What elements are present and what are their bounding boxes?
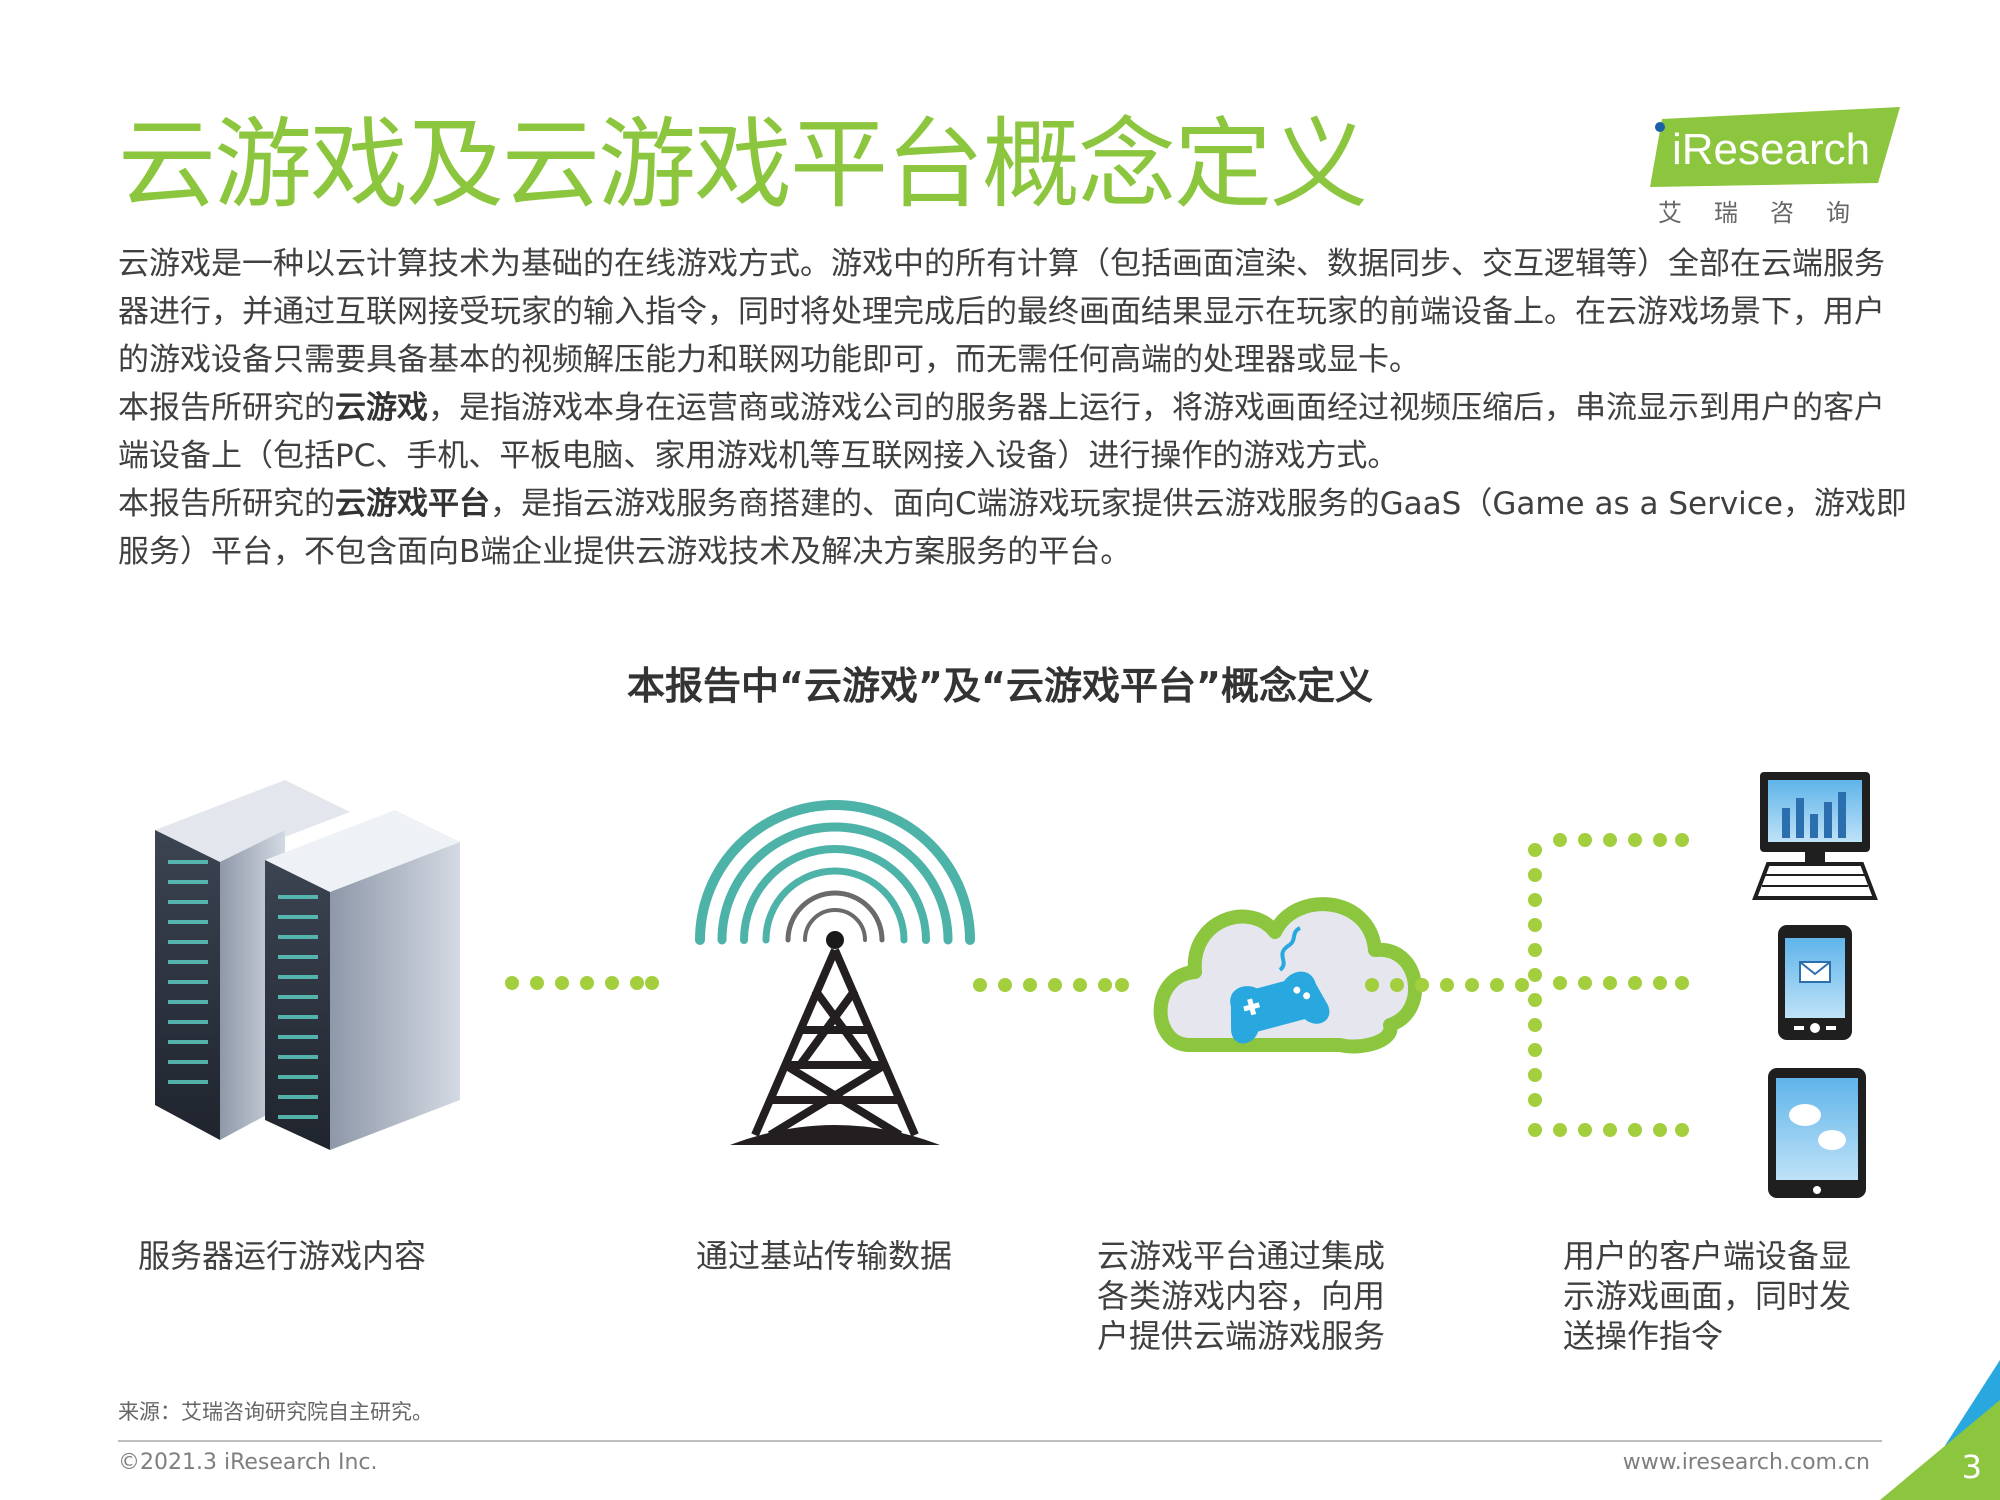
bold-term: 云游戏平台 <box>335 486 490 522</box>
cloud-gamepad-icon <box>1153 897 1422 1054</box>
dotted-connector <box>505 976 659 990</box>
dotted-connector <box>1365 978 1529 992</box>
tablet-icon <box>1768 1068 1866 1198</box>
cloud-gaming-flow-diagram <box>155 772 1878 1198</box>
paragraph-definition: 云游戏是一种以云计算技术为基础的在线游戏方式。游戏中的所有计算（包括画面渲染、数… <box>118 246 1885 378</box>
footer-divider <box>118 1440 1882 1442</box>
intro-text: 云游戏是一种以云计算技术为基础的在线游戏方式。游戏中的所有计算（包括画面渲染、数… <box>118 240 1908 576</box>
caption-tower: 通过基站传输数据 <box>696 1237 953 1275</box>
iresearch-logo: iResearch 艾瑞咨询 <box>1650 105 1900 230</box>
logo-banner-icon <box>1650 107 1900 187</box>
logo-brand-text: iResearch <box>1672 125 1871 174</box>
server-rack-icon <box>155 780 460 1150</box>
diagram-title: 本报告中“云游戏”及“云游戏平台”概念定义 <box>627 664 1373 708</box>
copyright-text: ©2021.3 iResearch Inc. <box>118 1450 378 1475</box>
bold-term: 云游戏 <box>335 390 428 426</box>
paragraph-cloud-gaming: 本报告所研究的云游戏，是指游戏本身在运营商或游戏公司的服务器上运行，将游戏画面经… <box>118 390 1885 474</box>
desktop-computer-icon <box>1752 772 1878 900</box>
page-number: 3 <box>1961 1448 1982 1486</box>
caption-device: 用户的客户端设备显 示游戏画面，同时发 送操作指令 <box>1563 1237 1852 1355</box>
corner-decoration-icon <box>1880 1360 2000 1500</box>
website-link[interactable]: www.iresearch.com.cn <box>1622 1450 1870 1475</box>
caption-cloud: 云游戏平台通过集成 各类游戏内容，向用 户提供云端游戏服务 <box>1097 1237 1386 1355</box>
signal-tower-icon <box>695 800 975 1145</box>
paragraph-cloud-platform: 本报告所研究的云游戏平台，是指云游戏服务商搭建的、面向C端游戏玩家提供云游戏服务… <box>118 486 1907 570</box>
caption-server: 服务器运行游戏内容 <box>138 1237 427 1275</box>
source-note: 来源：艾瑞咨询研究院自主研究。 <box>118 1400 433 1424</box>
smartphone-icon <box>1778 925 1852 1040</box>
logo-chinese-text: 艾瑞咨询 <box>1658 199 1882 227</box>
dotted-connector <box>973 978 1129 992</box>
dotted-branch <box>1528 833 1689 1137</box>
page-title: 云游戏及云游戏平台概念定义 <box>118 108 1368 222</box>
